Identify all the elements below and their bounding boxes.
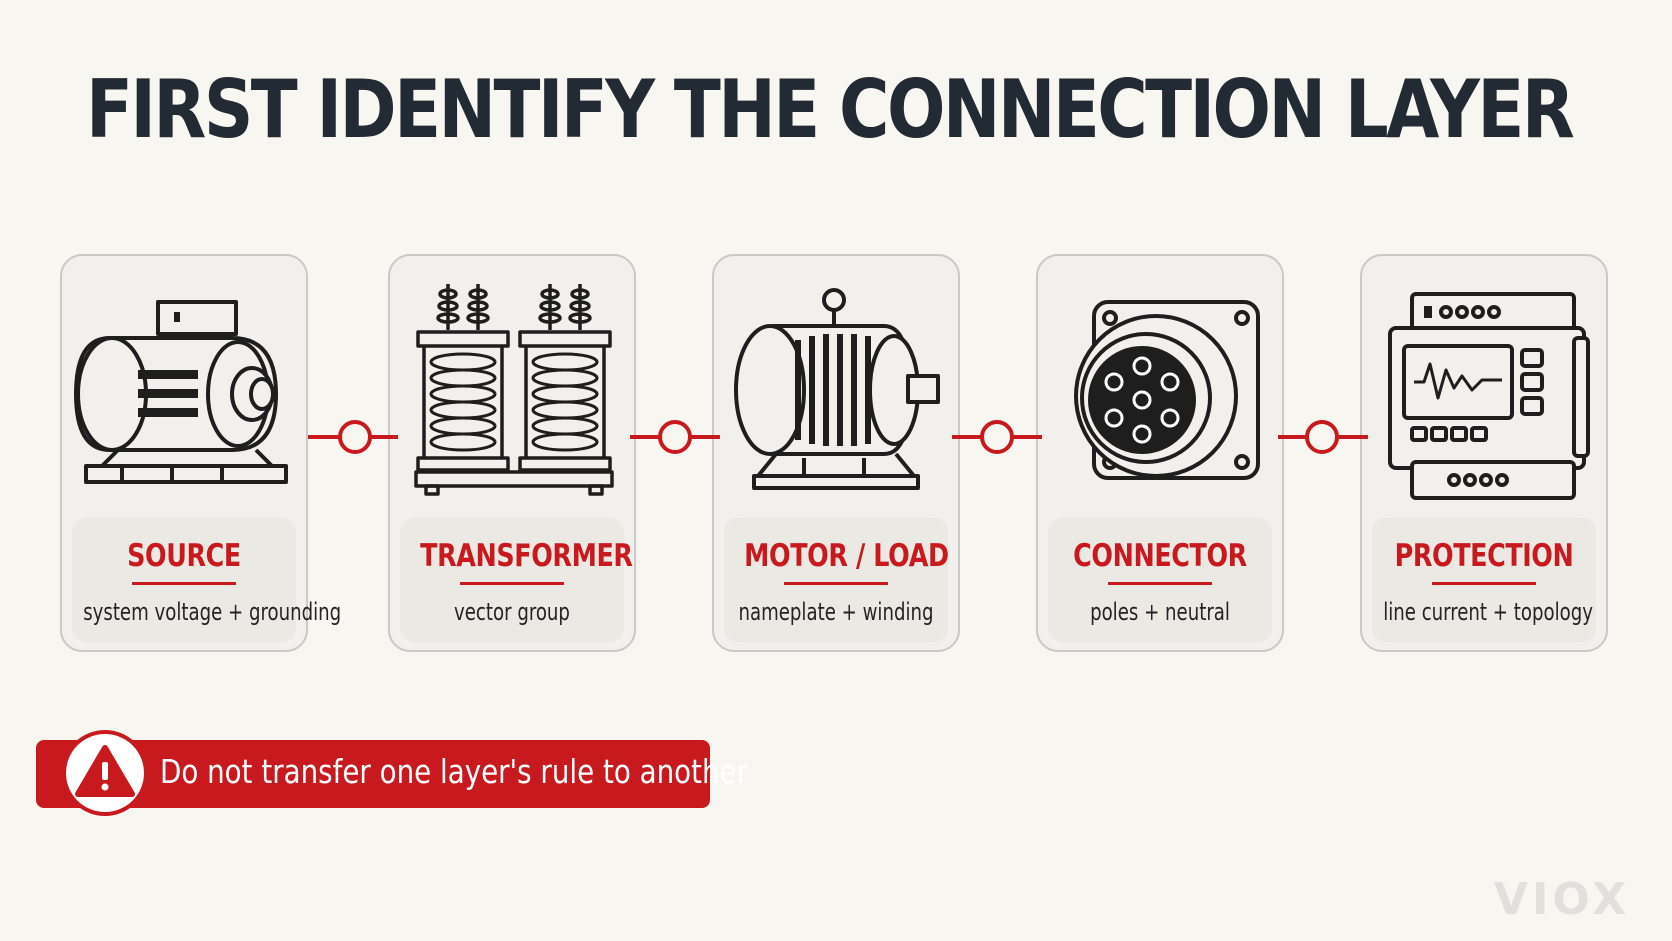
layer-label: SOURCE	[127, 538, 241, 574]
layer-label: TRANSFORMER	[420, 538, 633, 574]
brand-logo: VIOX	[1494, 874, 1631, 925]
label-underline	[132, 582, 236, 585]
layer-card-protection: PROTECTION line current + topology	[1360, 254, 1608, 652]
warning-text: Do not transfer one layer's rule to anot…	[160, 752, 748, 791]
layer-label-box: SOURCE system voltage + grounding	[72, 518, 342, 642]
transformer-icon	[414, 284, 614, 496]
layer-card-source: SOURCE system voltage + grounding	[60, 254, 342, 652]
page-title: FIRST IDENTIFY THE CONNECTION LAYER	[86, 63, 1575, 156]
protection-relay-icon	[1388, 292, 1590, 500]
label-underline	[1432, 582, 1536, 585]
connection-link	[308, 420, 398, 454]
layer-description: vector group	[454, 598, 570, 626]
layer-label-box: TRANSFORMER vector group	[400, 518, 633, 642]
connection-link	[952, 420, 1042, 454]
layer-label: MOTOR / LOAD	[744, 538, 949, 574]
connector-icon	[1074, 300, 1260, 480]
label-underline	[1108, 582, 1212, 585]
connection-link	[630, 420, 720, 454]
warning-badge	[62, 730, 148, 816]
label-underline	[460, 582, 564, 585]
layer-description: system voltage + grounding	[83, 598, 342, 626]
generator-icon	[74, 300, 288, 484]
layer-card-motor-load: MOTOR / LOAD nameplate + winding	[712, 254, 960, 652]
layer-label: CONNECTOR	[1073, 538, 1247, 574]
layer-description: poles + neutral	[1090, 598, 1230, 626]
layer-description: nameplate + winding	[738, 598, 934, 626]
layer-description: line current + topology	[1383, 598, 1593, 626]
label-underline	[784, 582, 888, 585]
warning-banner	[36, 740, 710, 808]
connection-link	[1278, 420, 1368, 454]
warning-icon	[75, 745, 135, 797]
layer-label-box: PROTECTION line current + topology	[1372, 518, 1596, 642]
layer-label-box: CONNECTOR poles + neutral	[1048, 518, 1272, 642]
layer-card-connector: CONNECTOR poles + neutral	[1036, 254, 1284, 652]
layer-label-box: MOTOR / LOAD nameplate + winding	[724, 518, 949, 642]
motor-icon	[734, 288, 940, 490]
layer-card-transformer: TRANSFORMER vector group	[388, 254, 636, 652]
layer-label: PROTECTION	[1394, 538, 1574, 574]
